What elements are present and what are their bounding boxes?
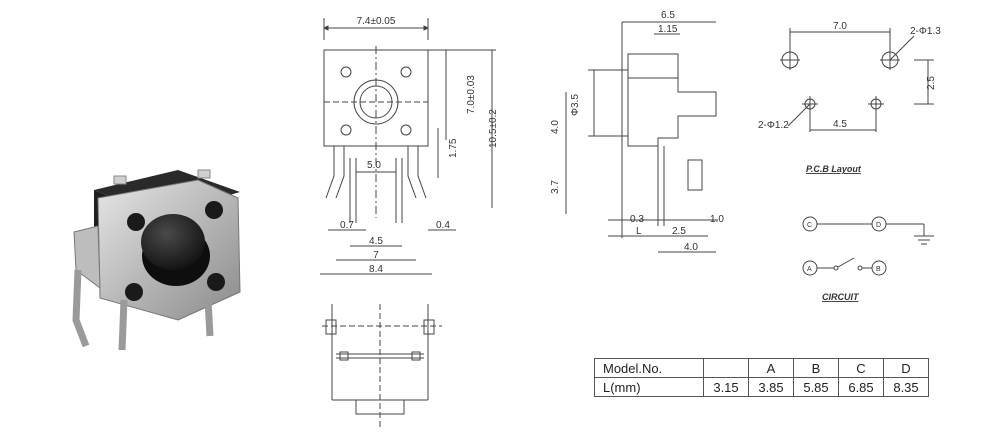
front-height-b-label: 10.5±0.2: [488, 109, 499, 148]
pcb-y-spacing-label: 2.5: [926, 76, 937, 90]
table-header-cell: B: [793, 358, 839, 378]
side-height-a-label: 4.0: [550, 120, 561, 134]
total-span-label: 8.4: [369, 264, 383, 275]
pcb-x-spacing-label: 7.0: [833, 21, 847, 32]
outer-span-label: 7: [373, 250, 379, 261]
pin-spacing-label: 5.0: [367, 160, 381, 171]
circuit-node-d: D: [876, 222, 881, 229]
side-offset-label: 1.15: [658, 24, 678, 35]
table-cell: 3.85: [748, 377, 794, 397]
table-cell: 8.35: [883, 377, 929, 397]
lead-length-label: 2.5: [672, 226, 686, 237]
diameter-label: Φ3.5: [570, 94, 581, 116]
front-view-drawing: 7.4±0.05 5.0 7.0±0.03 10.5±0.2 1.75 0.7 …: [320, 16, 499, 275]
lead-thickness-label: 0.4: [436, 220, 450, 231]
front-height-a-label: 7.0±0.03: [466, 75, 477, 114]
bottom-view-drawing: [322, 304, 442, 428]
pcb-layout-title: P.C.B Layout: [806, 164, 862, 174]
front-offset-label: 1.75: [448, 138, 459, 158]
table-cell: 3.15: [703, 377, 749, 397]
front-width-label: 7.4±0.05: [357, 16, 396, 27]
pcb-layout-drawing: 7.0 2-Φ1.3 2.5 2-Φ1.2 4.5 P.C.B Layout: [758, 21, 941, 174]
table-row: Model.No. A B C D: [594, 358, 929, 378]
table-cell: 5.85: [793, 377, 839, 397]
pcb-big-hole-label: 2-Φ1.3: [910, 26, 941, 37]
circuit-drawing: C D A B CIRCUIT: [802, 216, 934, 302]
table-row: L(mm) 3.15 3.85 5.85 6.85 8.35: [594, 377, 929, 397]
table-row-label: L(mm): [594, 377, 704, 397]
side-width-label: 6.5: [661, 10, 675, 21]
table-header-cell: A: [748, 358, 794, 378]
table-cell: 6.85: [838, 377, 884, 397]
table-header-label: Model.No.: [594, 358, 704, 378]
side-height-b-label: 3.7: [550, 180, 561, 194]
circuit-node-a: A: [807, 266, 812, 273]
lead-width-label: 0.7: [340, 220, 354, 231]
thickness-label: 0.3: [630, 214, 644, 225]
right-gap-label: 1.0: [710, 214, 724, 225]
table-header-cell: D: [883, 358, 929, 378]
model-length-table: Model.No. A B C D L(mm) 3.15 3.85 5.85 6…: [594, 358, 929, 397]
pcb-small-spacing-label: 4.5: [833, 119, 847, 130]
depth-label: 4.0: [684, 242, 698, 253]
side-view-drawing: 6.5 1.15 Φ3.5 4.0 3.7 0.3 1.0 L 2.5 4.0: [550, 10, 724, 253]
circuit-node-b: B: [876, 266, 881, 273]
table-header-cell: [703, 358, 749, 378]
pcb-small-hole-label: 2-Φ1.2: [758, 120, 789, 131]
inner-span-label: 4.5: [369, 236, 383, 247]
length-label: L: [636, 226, 642, 237]
table-header-cell: C: [838, 358, 884, 378]
circuit-node-c: C: [807, 222, 812, 229]
product-photo: [72, 169, 241, 351]
circuit-title: CIRCUIT: [822, 292, 860, 302]
